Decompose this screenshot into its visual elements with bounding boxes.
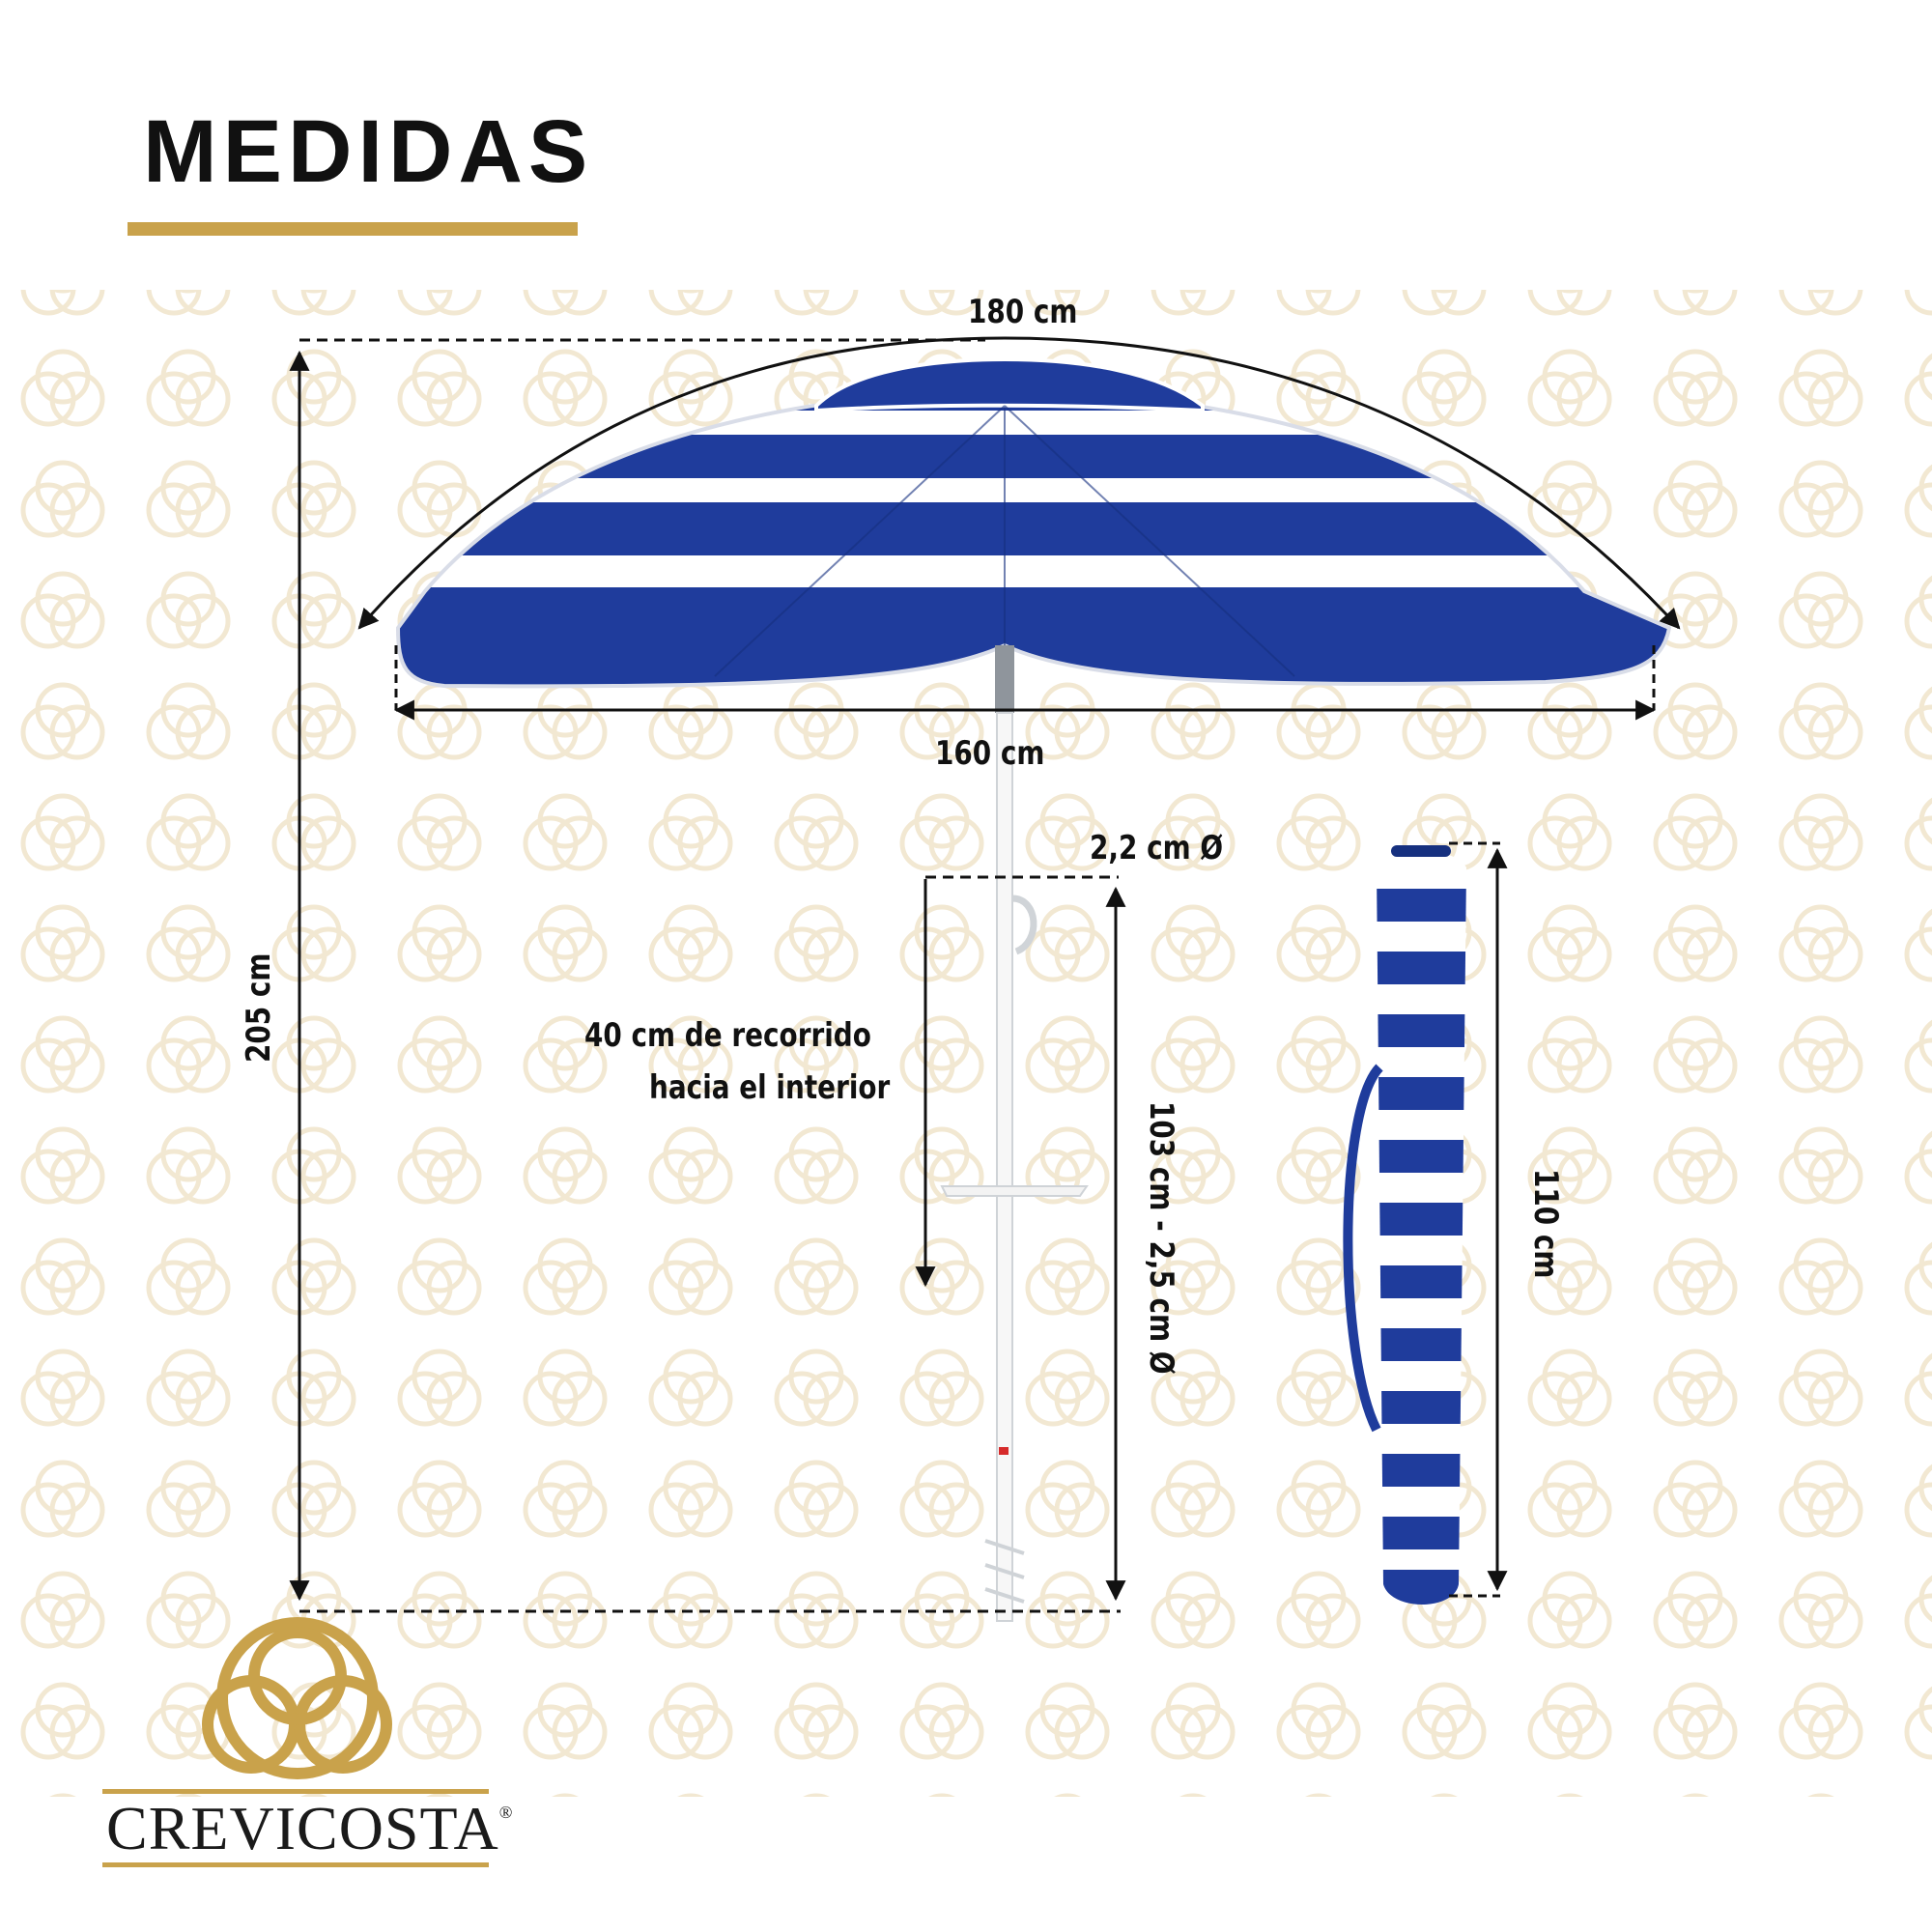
travel-label-line2: hacia el interior (649, 1068, 891, 1107)
umbrella-pole (940, 645, 1089, 1622)
total-height-label: 205 cm (240, 952, 278, 1063)
dimension-lines (289, 336, 1681, 1613)
carry-bag (1343, 845, 1466, 1605)
brand-rule-bottom (102, 1862, 489, 1867)
brand-name: CREVICOSTA (106, 1794, 499, 1862)
bag-length-label: 110 cm (1526, 1169, 1565, 1279)
canopy-width-label: 160 cm (935, 734, 1045, 773)
canopy-arc-label: 180 cm (968, 293, 1078, 331)
brand-rule-top (102, 1789, 489, 1794)
travel-label-line1: 40 cm de recorrido (584, 1016, 871, 1055)
brand-wordmark: CREVICOSTA® (106, 1793, 513, 1864)
lower-pole-label: 103 cm - 2,5 cm Ø (1142, 1101, 1180, 1375)
pole-top-diameter-label: 2,2 cm Ø (1090, 829, 1224, 867)
registered-mark: ® (498, 1803, 514, 1822)
page-title: MEDIDAS (143, 102, 594, 201)
title-underline (128, 222, 578, 236)
three-rings-logo-icon (202, 1617, 392, 1779)
